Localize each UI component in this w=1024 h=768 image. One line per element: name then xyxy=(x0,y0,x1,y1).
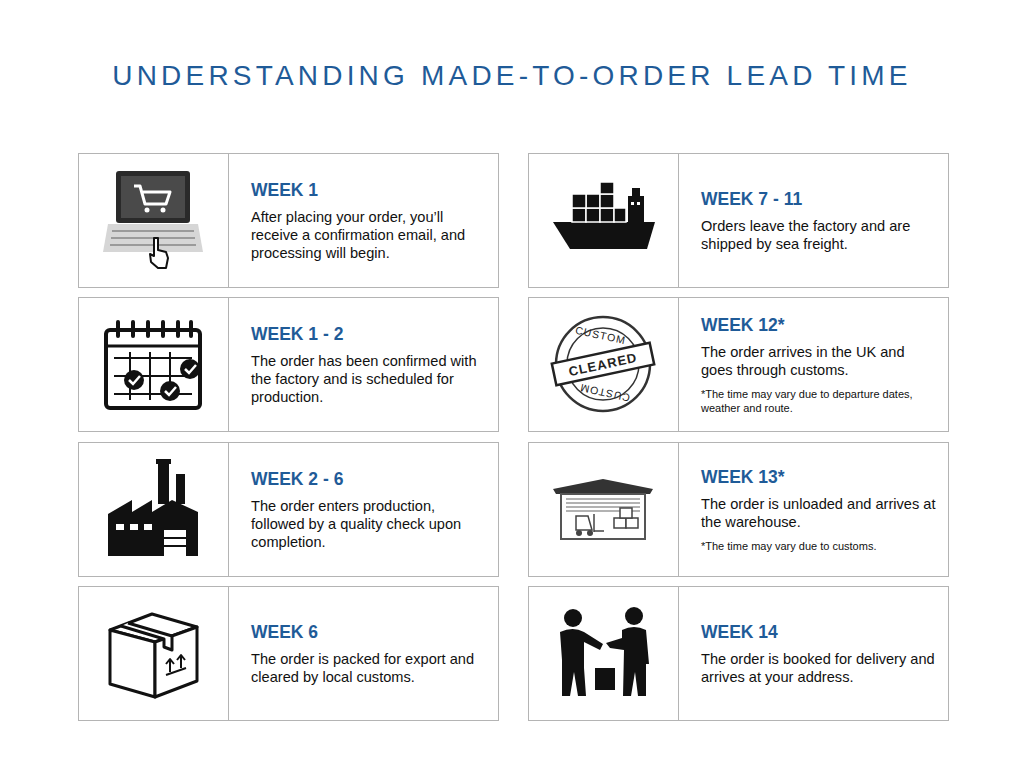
step-description: After placing your order, you’ll receive… xyxy=(251,208,488,262)
week-heading: WEEK 14 xyxy=(701,622,938,643)
step-text-cell: WEEK 12* The order arrives in the UK and … xyxy=(679,298,948,431)
customs-stamp-icon xyxy=(552,317,654,411)
week-heading: WEEK 6 xyxy=(251,622,488,643)
step-box: WEEK 2 - 6 The order enters production, f… xyxy=(78,442,499,577)
ship-icon xyxy=(553,182,655,249)
week-heading: WEEK 1 - 2 xyxy=(251,324,488,345)
diagram-title: UNDERSTANDING MADE-TO-ORDER LEAD TIME xyxy=(0,60,1024,92)
warehouse-icon xyxy=(553,479,653,539)
step-text-cell: WEEK 7 - 11 Orders leave the factory and … xyxy=(679,154,948,287)
step-description: The order is unloaded and arrives at the… xyxy=(701,495,938,531)
step-description: The order arrives in the UK and goes thr… xyxy=(701,343,938,379)
step-box: WEEK 7 - 11 Orders leave the factory and … xyxy=(528,153,949,288)
step-text-cell: WEEK 13* The order is unloaded and arrive… xyxy=(679,443,948,576)
calendar-icon xyxy=(106,322,200,408)
footnote: *The time may vary due to departure date… xyxy=(701,387,938,415)
week-heading: WEEK 13* xyxy=(701,467,938,488)
step-description: The order is booked for delivery and arr… xyxy=(701,650,938,686)
step-text-cell: WEEK 14 The order is booked for delivery … xyxy=(679,587,948,720)
step-text-cell: WEEK 1 After placing your order, you’ll r… xyxy=(229,154,498,287)
step-box: WEEK 14 The order is booked for delivery … xyxy=(528,586,949,721)
step-description: Orders leave the factory and are shipped… xyxy=(701,217,938,253)
week-heading: WEEK 7 - 11 xyxy=(701,189,938,210)
step-text-cell: WEEK 1 - 2 The order has been confirmed w… xyxy=(229,298,498,431)
step-text-cell: WEEK 2 - 6 The order enters production, f… xyxy=(229,443,498,576)
step-box: WEEK 6 The order is packed for export and… xyxy=(78,586,499,721)
week-heading: WEEK 1 xyxy=(251,180,488,201)
footnote: *The time may vary due to customs. xyxy=(701,539,938,553)
step-text-cell: WEEK 6 The order is packed for export and… xyxy=(229,587,498,720)
week-heading: WEEK 2 - 6 xyxy=(251,469,488,490)
cell-dividers xyxy=(229,153,679,720)
handshake-icon xyxy=(560,607,649,696)
laptop-icon xyxy=(103,171,203,268)
step-box: WEEK 1 - 2 The order has been confirmed w… xyxy=(78,297,499,432)
step-description: The order enters production, followed by… xyxy=(251,497,488,551)
factory-icon xyxy=(108,459,198,556)
week-heading: WEEK 12* xyxy=(701,315,938,336)
box-icon xyxy=(110,614,197,697)
step-box: WEEK 13* The order is unloaded and arrive… xyxy=(528,442,949,577)
step-description: The order has been confirmed with the fa… xyxy=(251,352,488,406)
step-description: The order is packed for export and clear… xyxy=(251,650,488,686)
step-box: WEEK 1 After placing your order, you’ll r… xyxy=(78,153,499,288)
